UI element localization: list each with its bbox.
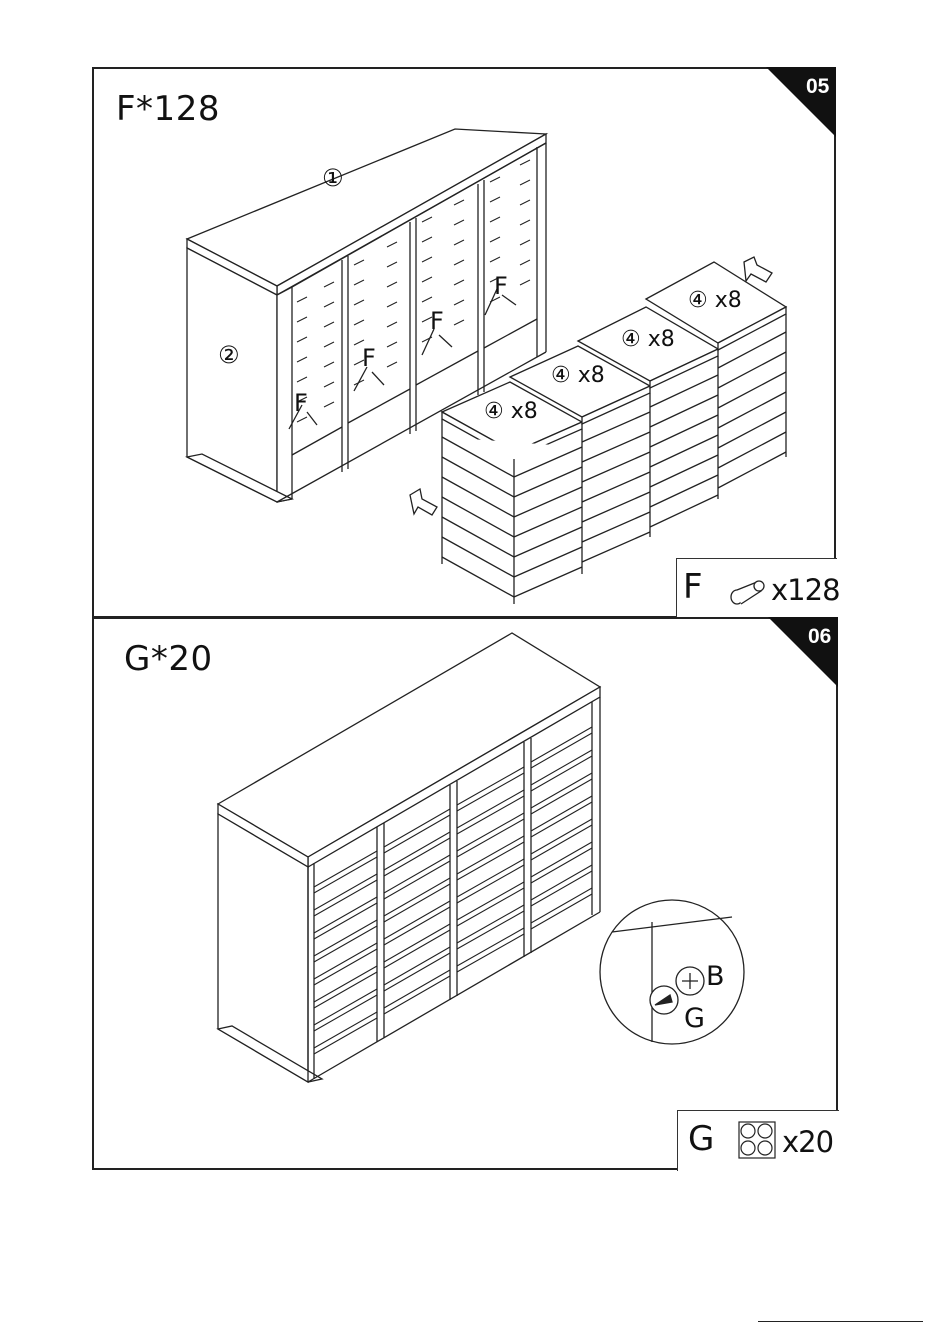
step-06-hardware-box: G x20 — [677, 1110, 839, 1171]
detail-label-screw: B — [706, 961, 725, 992]
callout-dowel-3: F — [430, 307, 444, 335]
cabinet-assembly-drawing — [92, 67, 836, 618]
callout-dowel-1: F — [294, 389, 308, 417]
step-06-panel: G*20 06 — [92, 617, 838, 1170]
callout-top-panel: ① — [322, 164, 344, 192]
assembled-cabinet-drawing — [92, 617, 838, 1170]
shelf-callout-1: ④ x8 — [484, 399, 538, 424]
callout-dowel-4: F — [494, 272, 508, 300]
step-05-panel: F*128 05 — [92, 67, 836, 618]
callout-side-panel: ② — [218, 341, 240, 369]
shelf-callout-2: ④ x8 — [551, 363, 605, 388]
hardware-letter: G — [688, 1119, 714, 1159]
shelf-callout-4: ④ x8 — [688, 288, 742, 313]
page-bottom-rule — [758, 1321, 923, 1322]
hardware-qty: x20 — [782, 1125, 833, 1159]
detail-label-cap: G — [684, 1003, 705, 1034]
shelf-callout-3: ④ x8 — [621, 327, 675, 352]
cover-caps-icon — [738, 1121, 776, 1159]
hardware-letter: F — [683, 567, 703, 607]
dowel-icon — [727, 577, 771, 607]
step-05-hardware-box: F x128 — [676, 558, 837, 619]
hardware-qty: x128 — [771, 573, 840, 607]
callout-dowel-2: F — [362, 344, 376, 372]
